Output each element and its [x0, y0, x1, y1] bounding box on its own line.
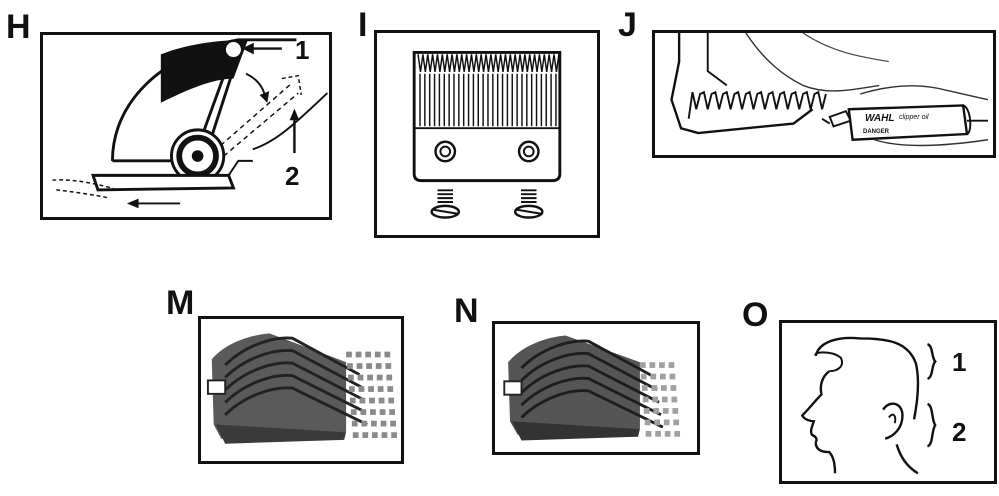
figure-h-panel: 1 2: [40, 32, 332, 220]
callout-h-1: 1: [295, 35, 310, 65]
callout-h-2: 2: [285, 161, 300, 191]
figure-m-panel: [198, 316, 404, 464]
oiling-blade-illustration: [670, 33, 989, 147]
figure-label-m: M: [166, 284, 195, 322]
figure-label-h: H: [6, 8, 31, 46]
figure-label-j: J: [618, 6, 637, 44]
figure-label-o: O: [742, 296, 769, 334]
clipper-blade-adjust-illustration: [52, 38, 329, 209]
blade-set-illustration: [412, 50, 562, 219]
oil-tube-brand: WAHL: [865, 113, 895, 124]
oil-tube-script: clipper oil: [899, 114, 929, 121]
screw-right: [513, 189, 544, 219]
screw-left: [430, 189, 461, 219]
figure-o-panel: 1 2: [779, 320, 997, 484]
oil-tube-warning: DANGER: [863, 129, 890, 135]
head-profile-illustration: [800, 336, 937, 475]
figure-j-panel: WAHL clipper oil DANGER: [652, 30, 996, 158]
figure-label-n: N: [454, 292, 479, 330]
callout-o-1: 1: [952, 347, 967, 377]
figure-i-panel: [374, 30, 600, 238]
attachment-combs-alt-illustration: [503, 335, 681, 441]
attachment-combs-illustration: [206, 333, 397, 444]
figure-label-i: I: [358, 6, 368, 44]
figure-n-panel: [492, 321, 700, 455]
callout-o-2: 2: [952, 417, 967, 447]
